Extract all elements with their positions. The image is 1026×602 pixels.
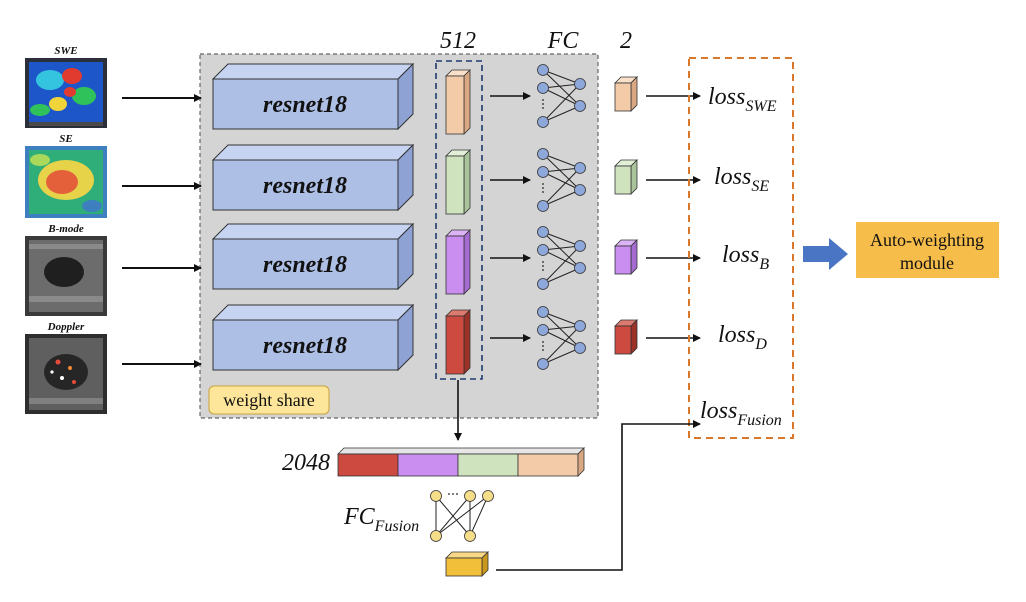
resnet-block: resnet18 [211, 143, 415, 212]
fc-network [537, 306, 586, 370]
resnet-block: resnet18 [211, 222, 415, 291]
feature-vectors [445, 69, 471, 375]
fusion-output [445, 551, 489, 577]
output-vector [614, 239, 638, 275]
input-image-swe [25, 58, 107, 128]
input-image-doppler [25, 334, 107, 414]
resnet-label: resnet18 [263, 333, 347, 359]
weight-share-badge: weight share [208, 385, 330, 415]
feature-fc-arrows [490, 92, 531, 342]
loss-labels: lossSWE lossSE lossB lossD lossFusion [700, 84, 782, 429]
feature-group-box [435, 60, 483, 380]
loss-box [688, 57, 794, 439]
weight-share-label: weight share [223, 390, 314, 410]
feature-vector [445, 229, 471, 295]
feature-dim-label: 512 [440, 28, 476, 54]
output-dim-label: 2 [620, 28, 632, 54]
fc-network [537, 64, 586, 128]
resnet-blocks: resnet18 resnet18 resnet18 resnet18 [211, 62, 415, 372]
resnet-block: resnet18 [211, 303, 415, 372]
feature-vector [445, 309, 471, 375]
concat-dim-label: 2048 [282, 450, 330, 476]
output-loss-arrows [646, 92, 701, 342]
auto-weighting-line2: module [900, 253, 954, 273]
feature-vector [445, 149, 471, 215]
input-arrows [122, 94, 202, 368]
resnet-label: resnet18 [263, 252, 347, 278]
input-images: SWE SE B-mode [25, 45, 107, 414]
concat-vector [337, 447, 585, 477]
loss-se: lossSE [714, 164, 769, 195]
fc-networks [537, 64, 586, 370]
fc-network [537, 226, 586, 290]
fusion-fc-network [430, 490, 494, 542]
input-image-bmode [25, 236, 107, 316]
resnet-block: resnet18 [211, 62, 415, 131]
fusion-fc-label: FCFusion [343, 504, 419, 535]
fc-header-label: FC [547, 28, 580, 54]
output-vector [614, 76, 638, 112]
input-label-se: SE [59, 133, 72, 145]
input-image-se [25, 146, 107, 218]
resnet-label: resnet18 [263, 92, 347, 118]
auto-weighting-module: Auto-weighting module [856, 222, 999, 278]
fusion-loss-arrow [496, 420, 701, 571]
output-vectors [614, 76, 638, 355]
output-vector [614, 159, 638, 195]
input-label-doppler: Doppler [47, 321, 85, 333]
resnet-label: resnet18 [263, 173, 347, 199]
loss-d: lossD [718, 322, 767, 353]
input-label-bmode: B-mode [47, 223, 84, 235]
loss-fusion: lossFusion [700, 398, 782, 429]
feature-vector [445, 69, 471, 135]
blue-arrow [803, 238, 848, 270]
output-vector [614, 319, 638, 355]
loss-swe: lossSWE [708, 84, 777, 115]
input-label-swe: SWE [54, 45, 77, 57]
fc-network [537, 148, 586, 212]
auto-weighting-line1: Auto-weighting [870, 230, 984, 250]
loss-b: lossB [722, 242, 769, 273]
